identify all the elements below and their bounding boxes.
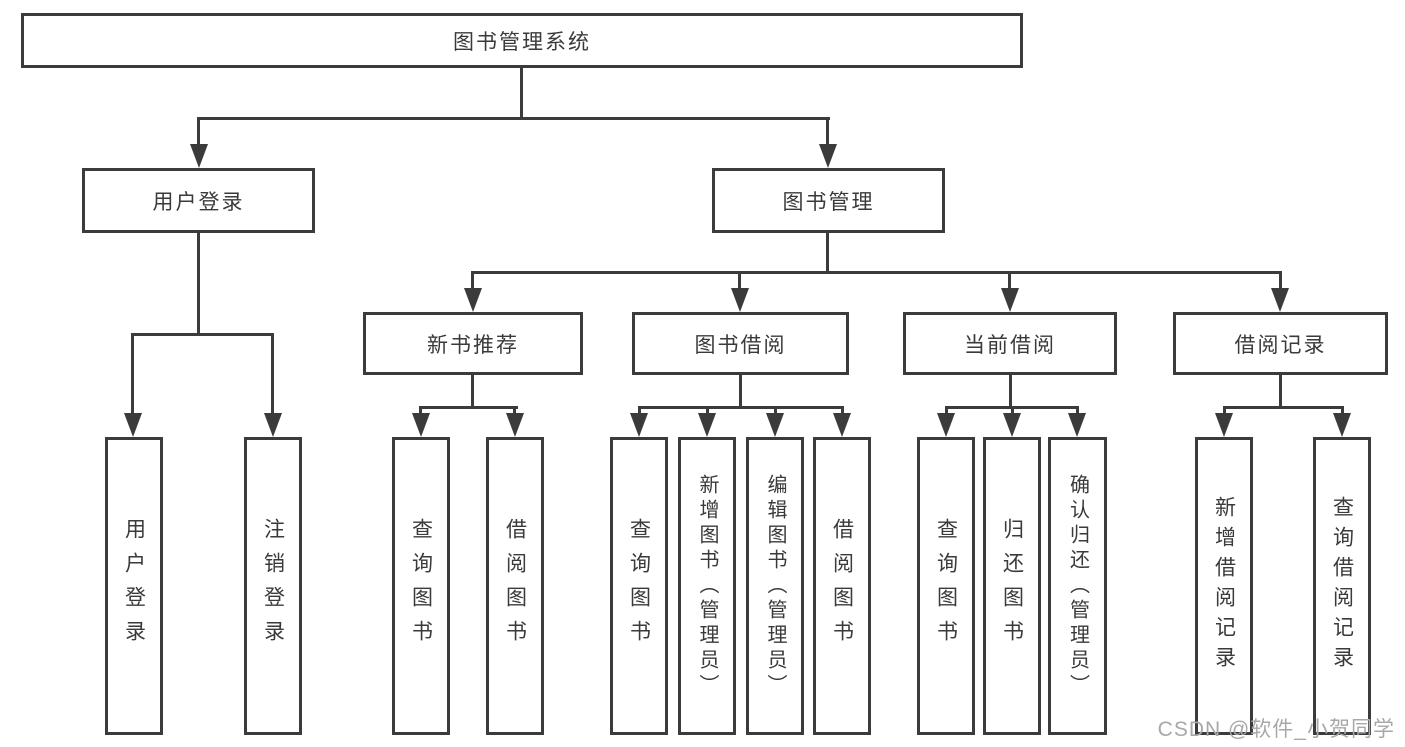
connector-line [826, 233, 829, 274]
arrowhead-down [833, 413, 851, 437]
csdn-watermark: CSDN @软件_小贺同学 [1157, 718, 1395, 741]
node-library-system: 图书管理系统 [21, 13, 1023, 68]
node-borrow-records: 借阅记录 [1173, 312, 1388, 375]
node-user-login: 用户登录 [82, 168, 315, 233]
leaf-query-books: 查询图书 [610, 437, 668, 735]
leaf-query-borrow-record: 查询借阅记录 [1313, 437, 1371, 735]
leaf-borrow-books: 借阅图书 [813, 437, 871, 735]
arrowhead-down [1068, 413, 1086, 437]
leaf-return-books: 归还图书 [983, 437, 1041, 735]
connector-line [774, 406, 777, 416]
arrowhead-down [124, 413, 142, 437]
connector-line [1223, 406, 1226, 416]
connector-line [419, 406, 518, 409]
node-label: 借阅记录 [1234, 333, 1327, 357]
connector-line [826, 117, 829, 147]
arrowhead-down [1003, 413, 1021, 437]
node-book-management: 图书管理 [712, 168, 945, 233]
leaf-label: 注销登录 [261, 518, 285, 654]
connector-line [471, 271, 1282, 274]
connector-line [1009, 375, 1012, 409]
connector-line [841, 406, 844, 416]
connector-line [1008, 271, 1011, 291]
leaf-add-books-admin: 新增图书（管理员） [678, 437, 736, 735]
connector-line [638, 406, 641, 416]
arrowhead-down [1271, 288, 1289, 312]
connector-line [1011, 406, 1014, 416]
leaf-borrow-books: 借阅图书 [486, 437, 544, 735]
leaf-add-borrow-record: 新增借阅记录 [1195, 437, 1253, 735]
arrowhead-down [1333, 413, 1351, 437]
node-label: 新书推荐 [427, 333, 519, 357]
arrowhead-down [630, 413, 648, 437]
leaf-label: 新增借阅记录 [1212, 496, 1236, 676]
node-label: 图书管理系统 [453, 30, 591, 54]
node-book-borrow: 图书借阅 [632, 312, 849, 375]
arrowhead-down [464, 288, 482, 312]
leaf-label: 编辑图书（管理员） [764, 473, 786, 699]
node-label: 用户登录 [152, 190, 245, 214]
connector-line [706, 406, 709, 416]
connector-line [638, 406, 844, 409]
arrowhead-down [731, 288, 749, 312]
leaf-edit-books-admin: 编辑图书（管理员） [746, 437, 804, 735]
connector-line [739, 375, 742, 409]
leaf-label: 查询图书 [627, 518, 651, 654]
leaf-label: 用户登录 [122, 518, 146, 654]
leaf-label: 查询借阅记录 [1330, 496, 1354, 676]
node-label: 图书管理 [782, 190, 875, 214]
connector-line [513, 406, 516, 416]
leaf-label: 借阅图书 [503, 518, 527, 654]
leaf-logout: 注销登录 [244, 437, 302, 735]
connector-line [1223, 406, 1344, 409]
connector-line [1341, 406, 1344, 416]
arrowhead-down [264, 413, 282, 437]
arrowhead-down [937, 413, 955, 437]
arrowhead-down [190, 144, 208, 168]
connector-line [1279, 375, 1282, 409]
arrowhead-down [766, 413, 784, 437]
leaf-user-login: 用户登录 [105, 437, 163, 735]
connector-line [271, 333, 274, 416]
connector-line [945, 406, 948, 416]
node-new-book-recommend: 新书推荐 [363, 312, 583, 375]
arrowhead-down [698, 413, 716, 437]
connector-line [197, 117, 830, 120]
connector-line [738, 271, 741, 291]
node-current-borrow: 当前借阅 [903, 312, 1117, 375]
connector-line [131, 333, 134, 416]
connector-line [1076, 406, 1079, 416]
connector-line [520, 68, 523, 119]
leaf-label: 查询图书 [934, 518, 958, 654]
leaf-label: 借阅图书 [830, 518, 854, 654]
connector-line [197, 233, 200, 336]
leaf-query-books: 查询图书 [392, 437, 450, 735]
leaf-label: 新增图书（管理员） [696, 473, 718, 699]
arrowhead-down [1001, 288, 1019, 312]
connector-line [471, 375, 474, 409]
connector-line [197, 117, 200, 147]
node-label: 当前借阅 [964, 333, 1056, 357]
connector-line [471, 271, 474, 291]
leaf-label: 确认归还（管理员） [1066, 473, 1089, 699]
leaf-query-books: 查询图书 [917, 437, 975, 735]
leaf-label: 查询图书 [409, 518, 433, 654]
arrowhead-down [1215, 413, 1233, 437]
connector-line [1279, 271, 1282, 291]
leaf-confirm-return-admin: 确认归还（管理员） [1048, 437, 1107, 735]
arrowhead-down [506, 413, 524, 437]
connector-line [419, 406, 422, 416]
node-label: 图书借阅 [694, 333, 787, 357]
leaf-label: 归还图书 [1000, 518, 1024, 654]
arrowhead-down [819, 144, 837, 168]
arrowhead-down [412, 413, 430, 437]
connector-line [131, 333, 274, 336]
